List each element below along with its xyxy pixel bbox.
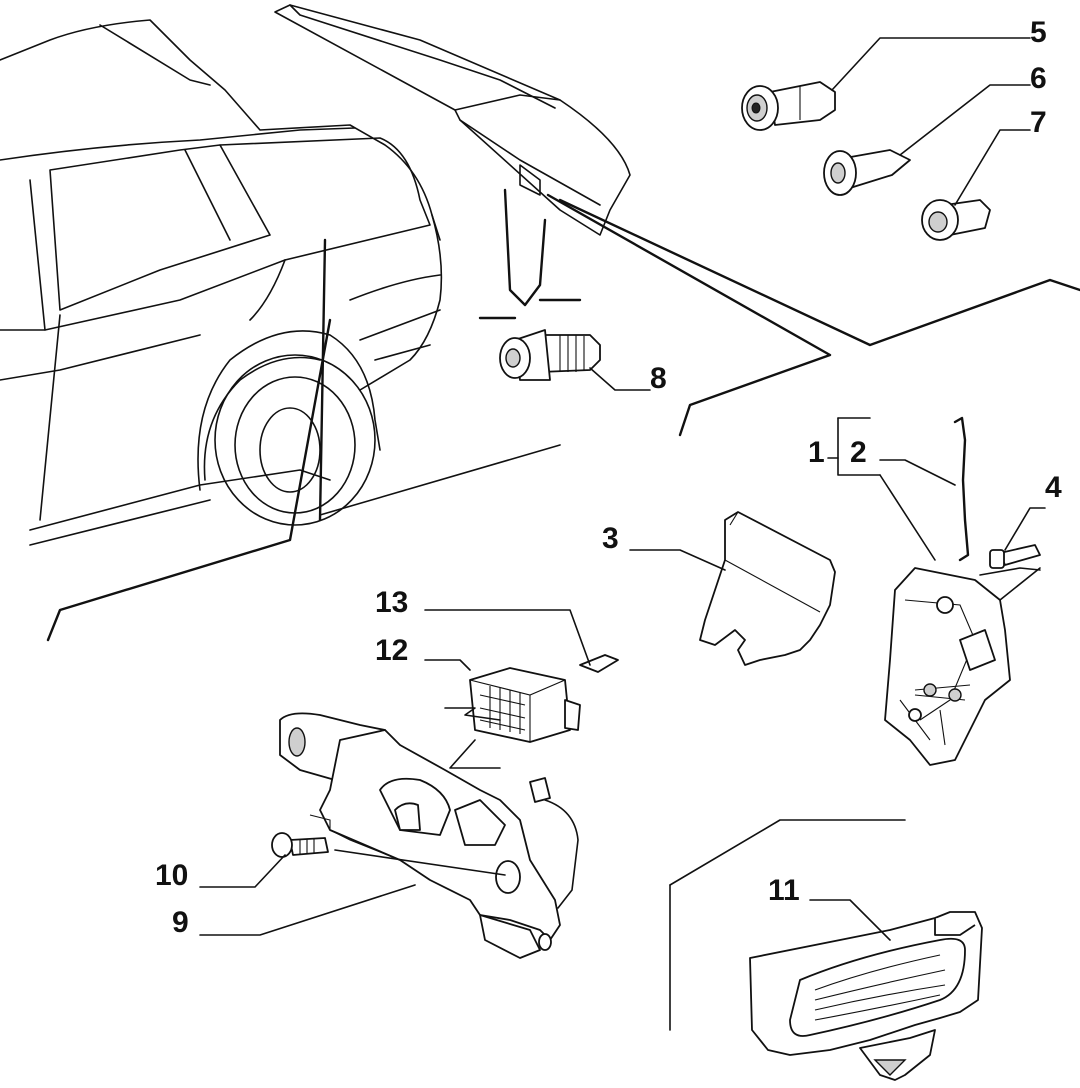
callout-4: 4 xyxy=(1045,471,1062,504)
callout-2: 2 xyxy=(850,436,867,469)
callout-11: 11 xyxy=(768,874,800,907)
tailgate-illustration xyxy=(274,4,1080,437)
part-3-cover xyxy=(629,511,836,666)
callout-bracket-1-2 xyxy=(827,417,956,561)
callout-8: 8 xyxy=(650,362,667,395)
callout-6: 6 xyxy=(1030,62,1047,95)
part-5-lock-cylinder xyxy=(741,37,1031,131)
part-8-latch-pin xyxy=(499,329,651,391)
part-12-connector xyxy=(424,659,581,769)
callout-12: 12 xyxy=(375,634,408,667)
part-7-plug xyxy=(921,129,1031,241)
callout-3: 3 xyxy=(602,522,619,555)
callout-5: 5 xyxy=(1030,16,1047,49)
callout-7: 7 xyxy=(1030,106,1047,139)
callout-13: 13 xyxy=(375,586,408,619)
callout-10: 10 xyxy=(155,859,188,892)
part-1-lock-assembly xyxy=(884,567,1041,766)
part-13-clip xyxy=(424,609,619,673)
part-11-handle xyxy=(749,899,983,1081)
part-9-tailgate-lock xyxy=(199,712,579,959)
frame-part-11 xyxy=(669,819,906,1031)
callout-9: 9 xyxy=(172,906,189,939)
callout-1: 1 xyxy=(808,436,825,469)
part-4-bolt xyxy=(989,507,1046,569)
part-6-pin xyxy=(823,84,1031,196)
part-10-screw xyxy=(199,832,506,888)
part-2-rod xyxy=(953,416,970,562)
car-rear-illustration xyxy=(0,19,561,642)
